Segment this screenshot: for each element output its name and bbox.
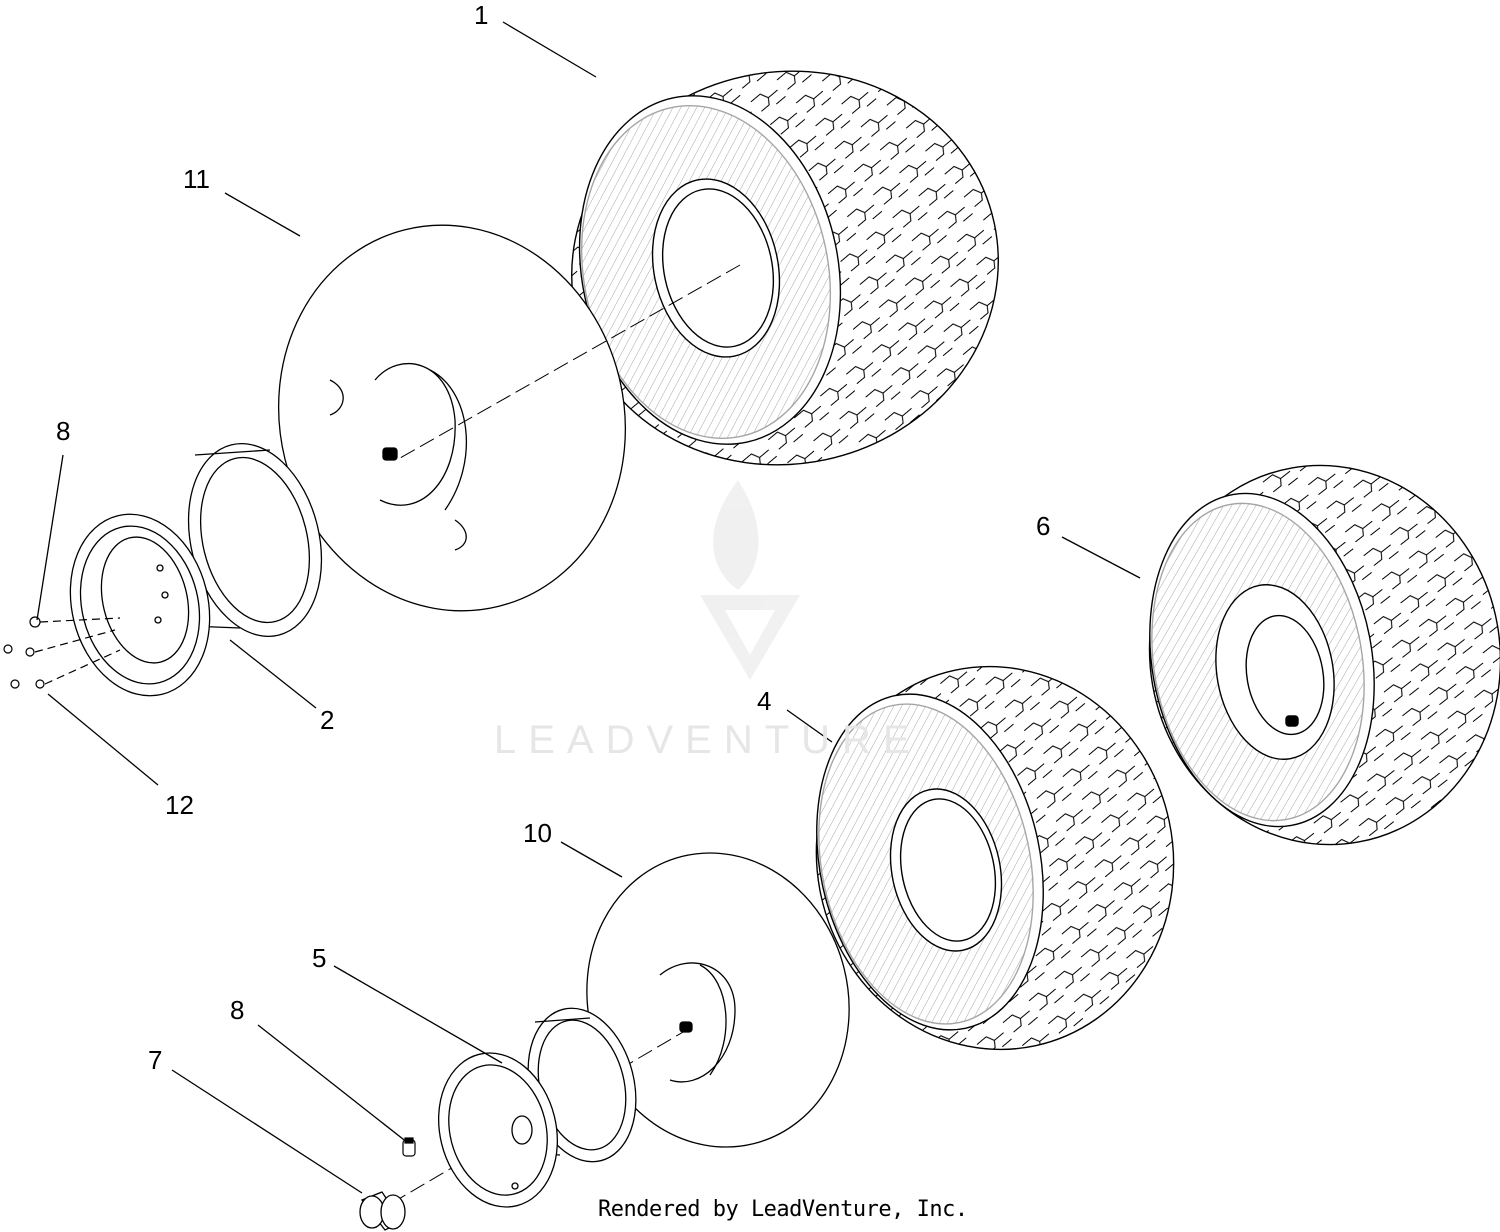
- tube-10: [586, 852, 850, 1148]
- lug-nut-8-lower: [402, 1137, 416, 1157]
- callout-8-lower: 8: [230, 995, 245, 1025]
- watermark-logo: [700, 480, 800, 680]
- callout-2: 2: [320, 705, 335, 735]
- callout-1: 1: [474, 0, 489, 30]
- tire-6: [1148, 464, 1500, 846]
- callout-6: 6: [1036, 511, 1051, 541]
- callout-7: 7: [148, 1045, 163, 1075]
- rim-5: [437, 1007, 637, 1208]
- bushing-7: [359, 1191, 406, 1231]
- tire-4: [815, 665, 1175, 1051]
- callout-8-upper: 8: [56, 416, 71, 446]
- rim-2: [69, 443, 323, 697]
- callout-5: 5: [312, 943, 327, 973]
- lug-nuts: [3, 616, 121, 689]
- footer-credit: Rendered by LeadVenture, Inc.: [598, 1197, 968, 1222]
- callout-4: 4: [757, 686, 772, 716]
- callout-12: 12: [165, 790, 194, 820]
- tube-11: [277, 224, 627, 612]
- watermark-text: LEADVENTURE: [494, 718, 922, 762]
- callout-11: 11: [183, 164, 210, 194]
- leader-lines: [36, 21, 1141, 1194]
- tire-1: [571, 70, 999, 466]
- callout-10: 10: [523, 818, 552, 848]
